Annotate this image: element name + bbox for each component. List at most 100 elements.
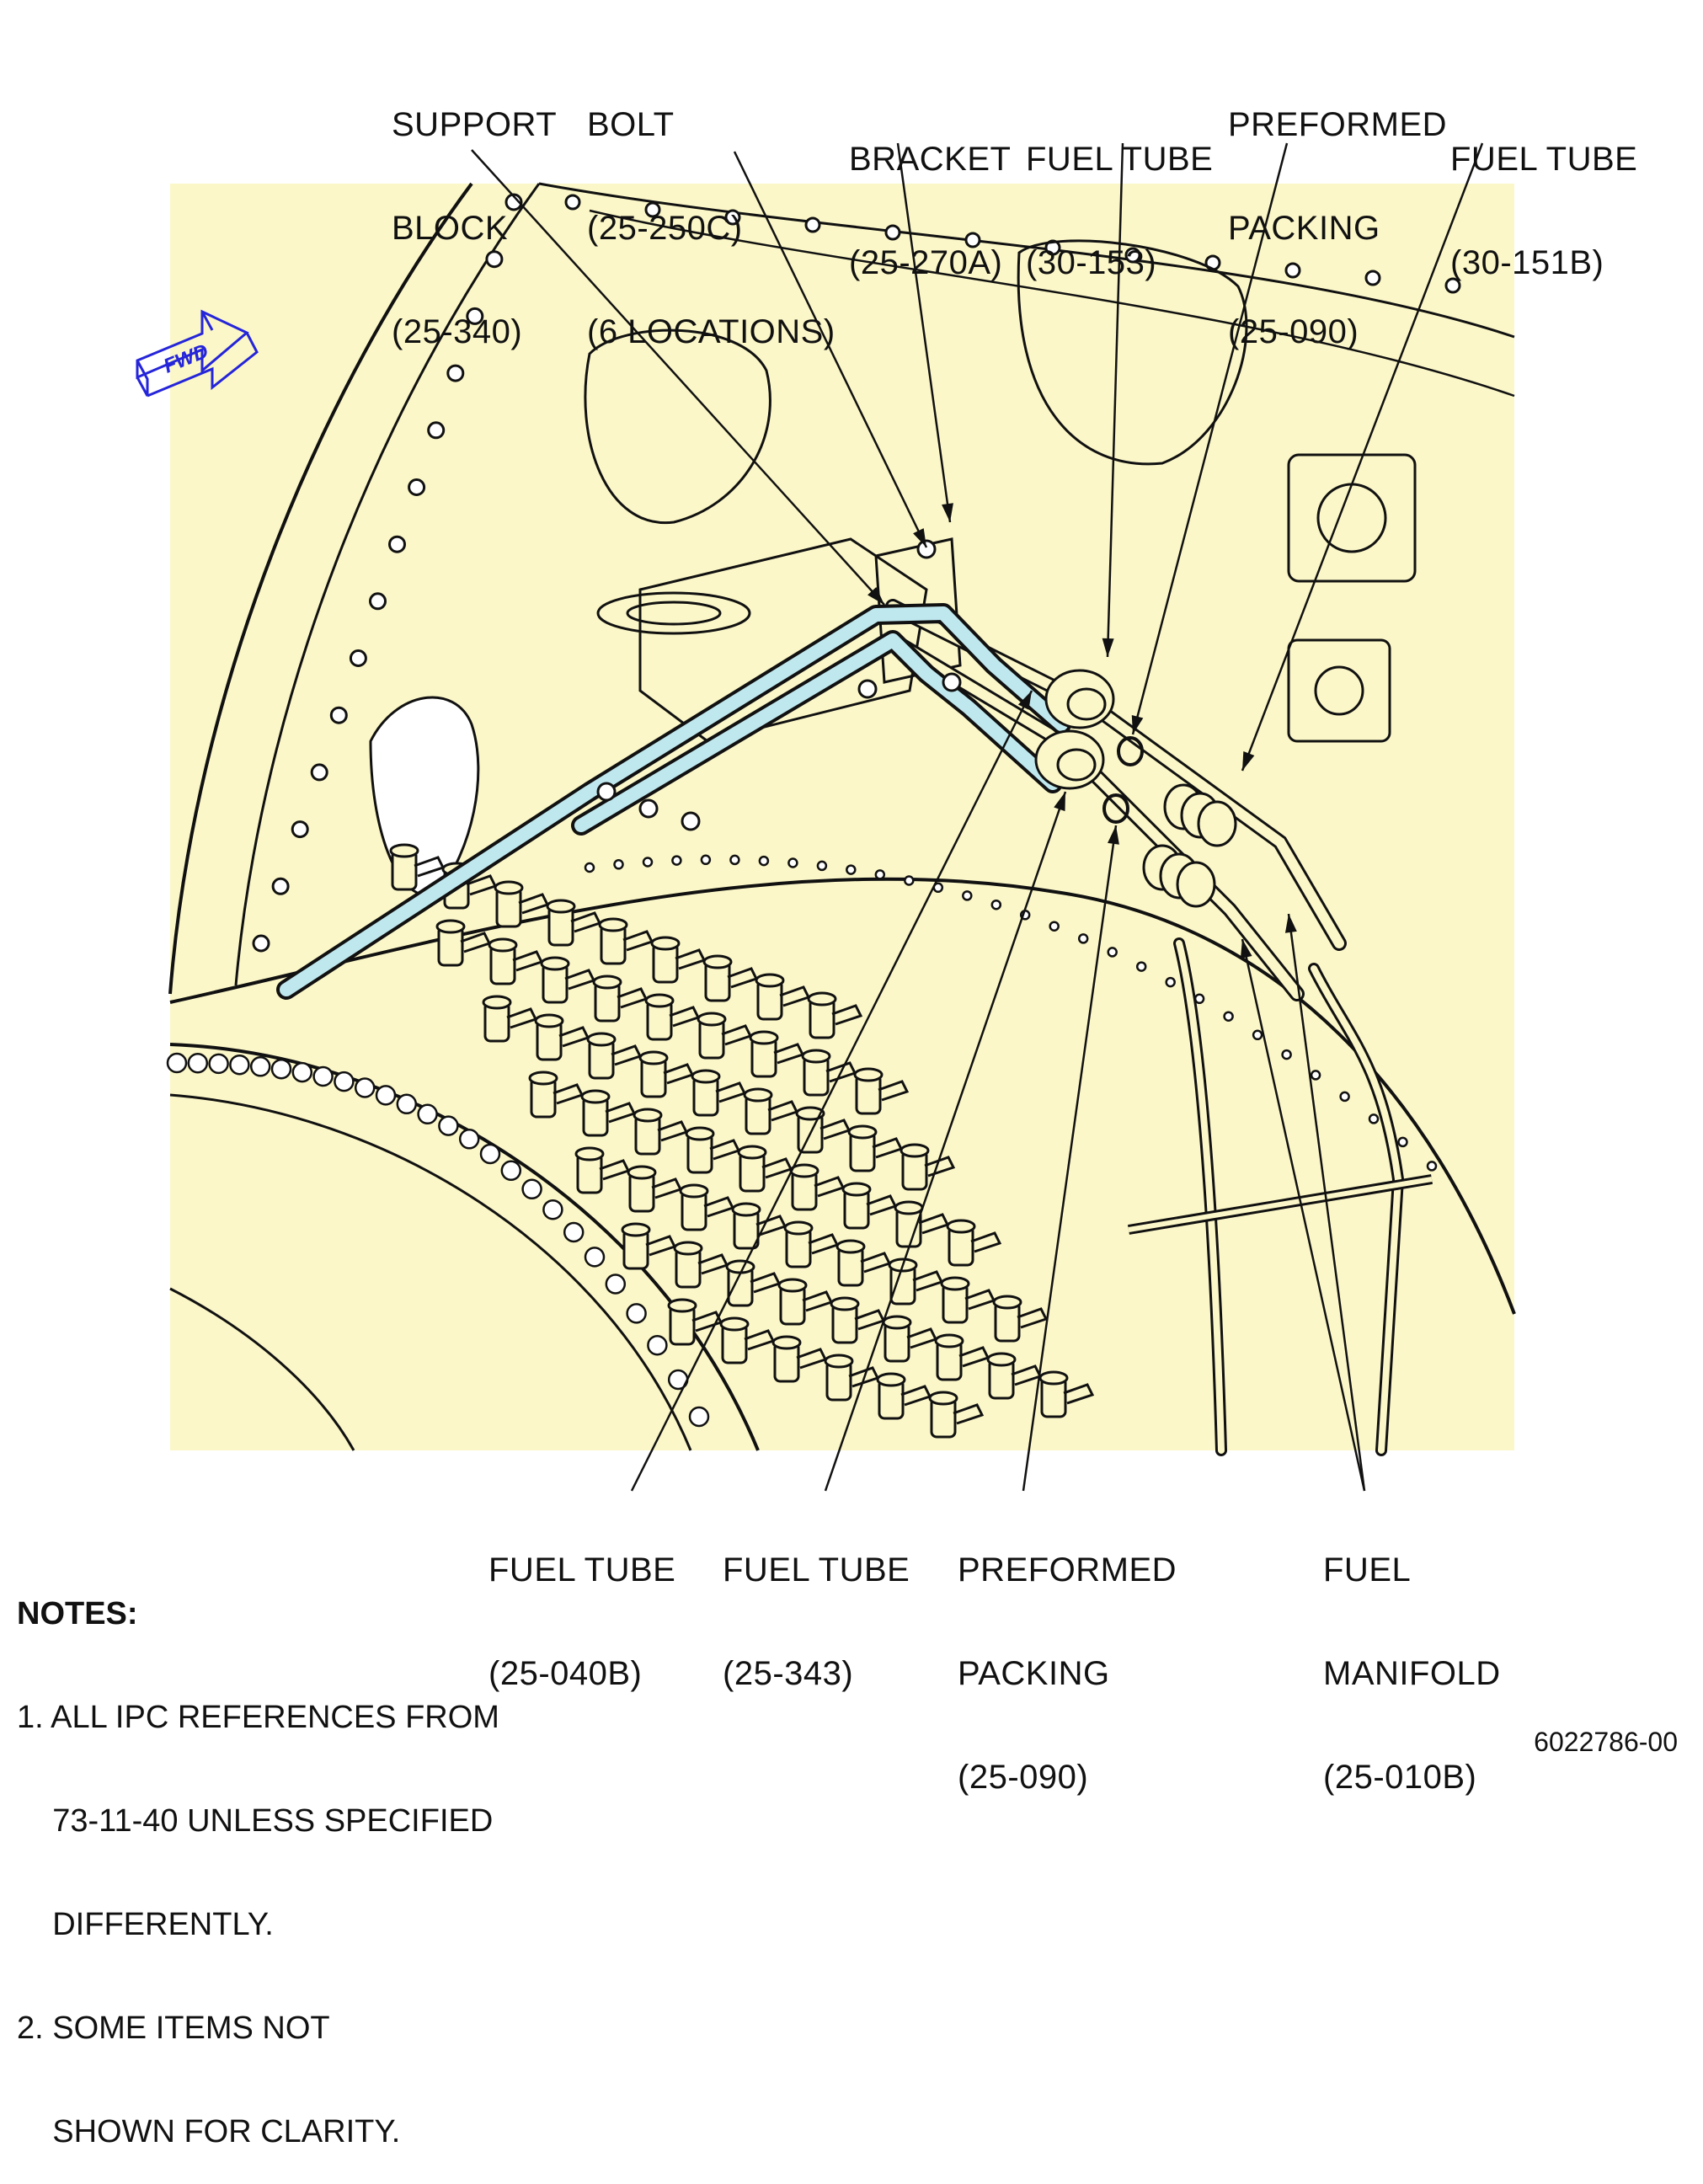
callout-fuel-tube-30-153: FUEL TUBE (30-153) [1026, 73, 1213, 315]
mount-pad-port-2 [1314, 665, 1364, 716]
leader-arrowhead [1131, 714, 1144, 734]
flange-bolt-hole [724, 209, 741, 226]
dome-bolt [334, 1071, 355, 1092]
nozzle-arm [715, 1081, 747, 1103]
fuel-manifold-pipe-2-fill [1311, 965, 1402, 1454]
fuel-nozzle [435, 919, 492, 967]
callout-line: (25-090) [1228, 313, 1359, 350]
fuel-nozzle [876, 1372, 932, 1420]
leader-packing-lower [1022, 825, 1118, 1492]
nozzle-arm [657, 1120, 689, 1142]
nozzle-cap [598, 917, 628, 932]
fuel-nozzle [743, 1087, 799, 1135]
nozzle-arm [767, 1100, 799, 1122]
nozzle-arm [460, 932, 492, 953]
dome-bolt [229, 1054, 250, 1076]
nozzle-arm [773, 1043, 805, 1065]
dome-hole [1165, 976, 1176, 988]
nozzle-arm [906, 1327, 938, 1349]
dome-bolt [500, 1160, 522, 1182]
nozzle-arm [518, 893, 550, 915]
fuel-nozzle [946, 1219, 1002, 1267]
callout-line: SUPPORT [392, 106, 558, 143]
dome-hole [729, 854, 740, 866]
dome-bolt [270, 1058, 292, 1080]
flange-bolt-hole [1444, 277, 1461, 294]
fuel-nozzle [835, 1239, 892, 1287]
fuel-nozzle [847, 1124, 904, 1172]
dome-bolt [375, 1085, 397, 1106]
nozzle-arm [796, 1348, 828, 1370]
callout-line: (25-010B) [1323, 1759, 1477, 1796]
outer-casing-ring [168, 182, 473, 995]
dome-hole [1310, 1070, 1321, 1081]
nozzle-arm [964, 1289, 996, 1311]
fuel-nozzle [992, 1295, 1049, 1343]
combustor-dome-lower-2 [169, 1093, 692, 1451]
leader-arrowhead [1054, 792, 1065, 812]
nozzle-arm [651, 1177, 683, 1199]
leader-bolt [733, 151, 928, 548]
fuel-nozzle [679, 1183, 735, 1231]
leader-arrowhead [1242, 750, 1255, 771]
callout-line: PACKING [1228, 210, 1380, 247]
flange-bolt-hole [291, 820, 309, 839]
nozzle-cap [685, 1126, 715, 1141]
fuel-nozzle [697, 1012, 753, 1060]
callout-fuel-tube-25-040b: FUEL TUBE (25-040B) [488, 1484, 675, 1726]
nozzle-cap [934, 1333, 964, 1348]
nozzle-arm [970, 1231, 1002, 1253]
nozzle-cap [992, 1295, 1022, 1310]
fuel-nozzle [986, 1352, 1043, 1400]
fuel-nozzle [801, 1049, 857, 1097]
dome-hole [1077, 933, 1089, 944]
dome-hole [613, 859, 624, 870]
dome-bolt [688, 1406, 710, 1428]
dome-bolt [647, 1334, 668, 1356]
dome-hole [874, 869, 886, 880]
fuel-nozzle [580, 1089, 637, 1137]
fuel-tube-25-343-fill [574, 633, 1060, 832]
callout-line: (25-250C) [587, 210, 743, 247]
leader-fuel-tube-30-151b [1241, 142, 1484, 772]
callout-line: PREFORMED [1228, 106, 1448, 143]
flange-bolt-hole [884, 224, 901, 241]
dome-hole [584, 862, 595, 873]
fuel-nozzle [853, 1067, 910, 1115]
fuel-nozzle [667, 1298, 723, 1346]
fuel-nozzle [928, 1391, 985, 1439]
nozzle-cap [900, 1143, 930, 1158]
dome-hole [1049, 921, 1060, 932]
nozzle-arm [414, 856, 446, 878]
fuel-tube-25-040b-fill [280, 606, 1068, 996]
callout-bolt: BOLT (25-250C) (6 LOCATIONS) [587, 39, 835, 384]
fuel-nozzle [737, 1145, 793, 1193]
fuel-nozzle [691, 1069, 747, 1117]
flange-bolt-hole [349, 649, 367, 667]
notes-title: NOTES: [17, 1596, 138, 1631]
callout-line: PREFORMED [958, 1551, 1177, 1589]
flange-bolt-hole [1364, 270, 1381, 286]
note-1-line-3: DIFFERENTLY. [17, 1907, 274, 1942]
nozzle-arm [506, 1007, 538, 1029]
dome-hole [1223, 1011, 1234, 1022]
nozzle-cap [841, 1182, 872, 1197]
leader-arrowheads [868, 503, 1297, 959]
fuel-nozzle [627, 1165, 683, 1213]
nozzle-arm [512, 950, 544, 972]
nozzle-cap [580, 1089, 611, 1104]
fuel-nozzle [482, 995, 538, 1043]
fuel-nozzle [830, 1296, 886, 1344]
nozzle-arm [958, 1346, 990, 1368]
fuel-nozzle [894, 1200, 950, 1248]
nozzle-arm [866, 1194, 898, 1216]
nozzle-cap [494, 880, 524, 895]
dome-bolt [417, 1103, 438, 1125]
fuel-nozzle [644, 993, 701, 1041]
nozzle-cap [783, 1220, 814, 1236]
dome-hole [1135, 961, 1147, 972]
callout-line: (30-153) [1026, 244, 1157, 281]
callout-line: FUEL TUBE [1450, 141, 1638, 178]
note-1-line-2: 73-11-40 UNLESS SPECIFIED [17, 1803, 494, 1839]
dome-hole [1339, 1091, 1350, 1103]
